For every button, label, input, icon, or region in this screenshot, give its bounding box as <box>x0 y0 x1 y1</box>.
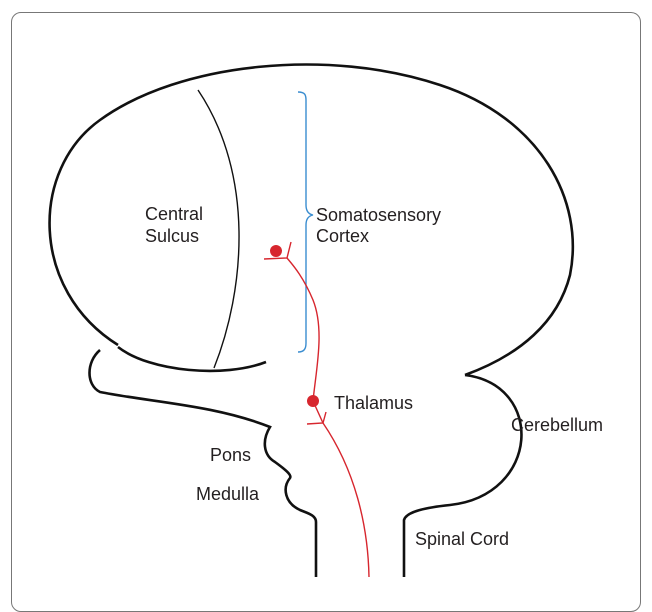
pons-label: Pons <box>210 445 251 465</box>
central-sulcus-label: Central Sulcus <box>145 204 208 246</box>
cortex-bracket <box>298 92 313 352</box>
cerebellum-label: Cerebellum <box>511 415 603 435</box>
thalamus-neuron-terminal <box>307 412 326 424</box>
somatosensory-cortex-label-line2: Cortex <box>316 226 369 246</box>
central-sulcus-label-line2: Sulcus <box>145 226 199 246</box>
thalamus-label: Thalamus <box>334 393 413 413</box>
thalamus-neuron-body <box>307 395 319 407</box>
central-sulcus-label-line1: Central <box>145 204 203 224</box>
medulla-label: Medulla <box>196 484 260 504</box>
temporal-lobe-edge <box>118 347 266 371</box>
cortex-neuron-body <box>270 245 282 257</box>
brainstem-outline <box>90 350 317 577</box>
central-sulcus-line <box>198 90 239 368</box>
cerebrum-outline <box>50 65 573 375</box>
somatosensory-cortex-label-line1: Somatosensory <box>316 205 441 225</box>
somatosensory-cortex-label: Somatosensory Cortex <box>316 205 446 246</box>
brain-diagram: Central Sulcus Somatosensory Cortex Thal… <box>0 0 652 577</box>
sensory-pathway-line <box>287 258 369 577</box>
spinal-cord-label: Spinal Cord <box>415 529 509 549</box>
